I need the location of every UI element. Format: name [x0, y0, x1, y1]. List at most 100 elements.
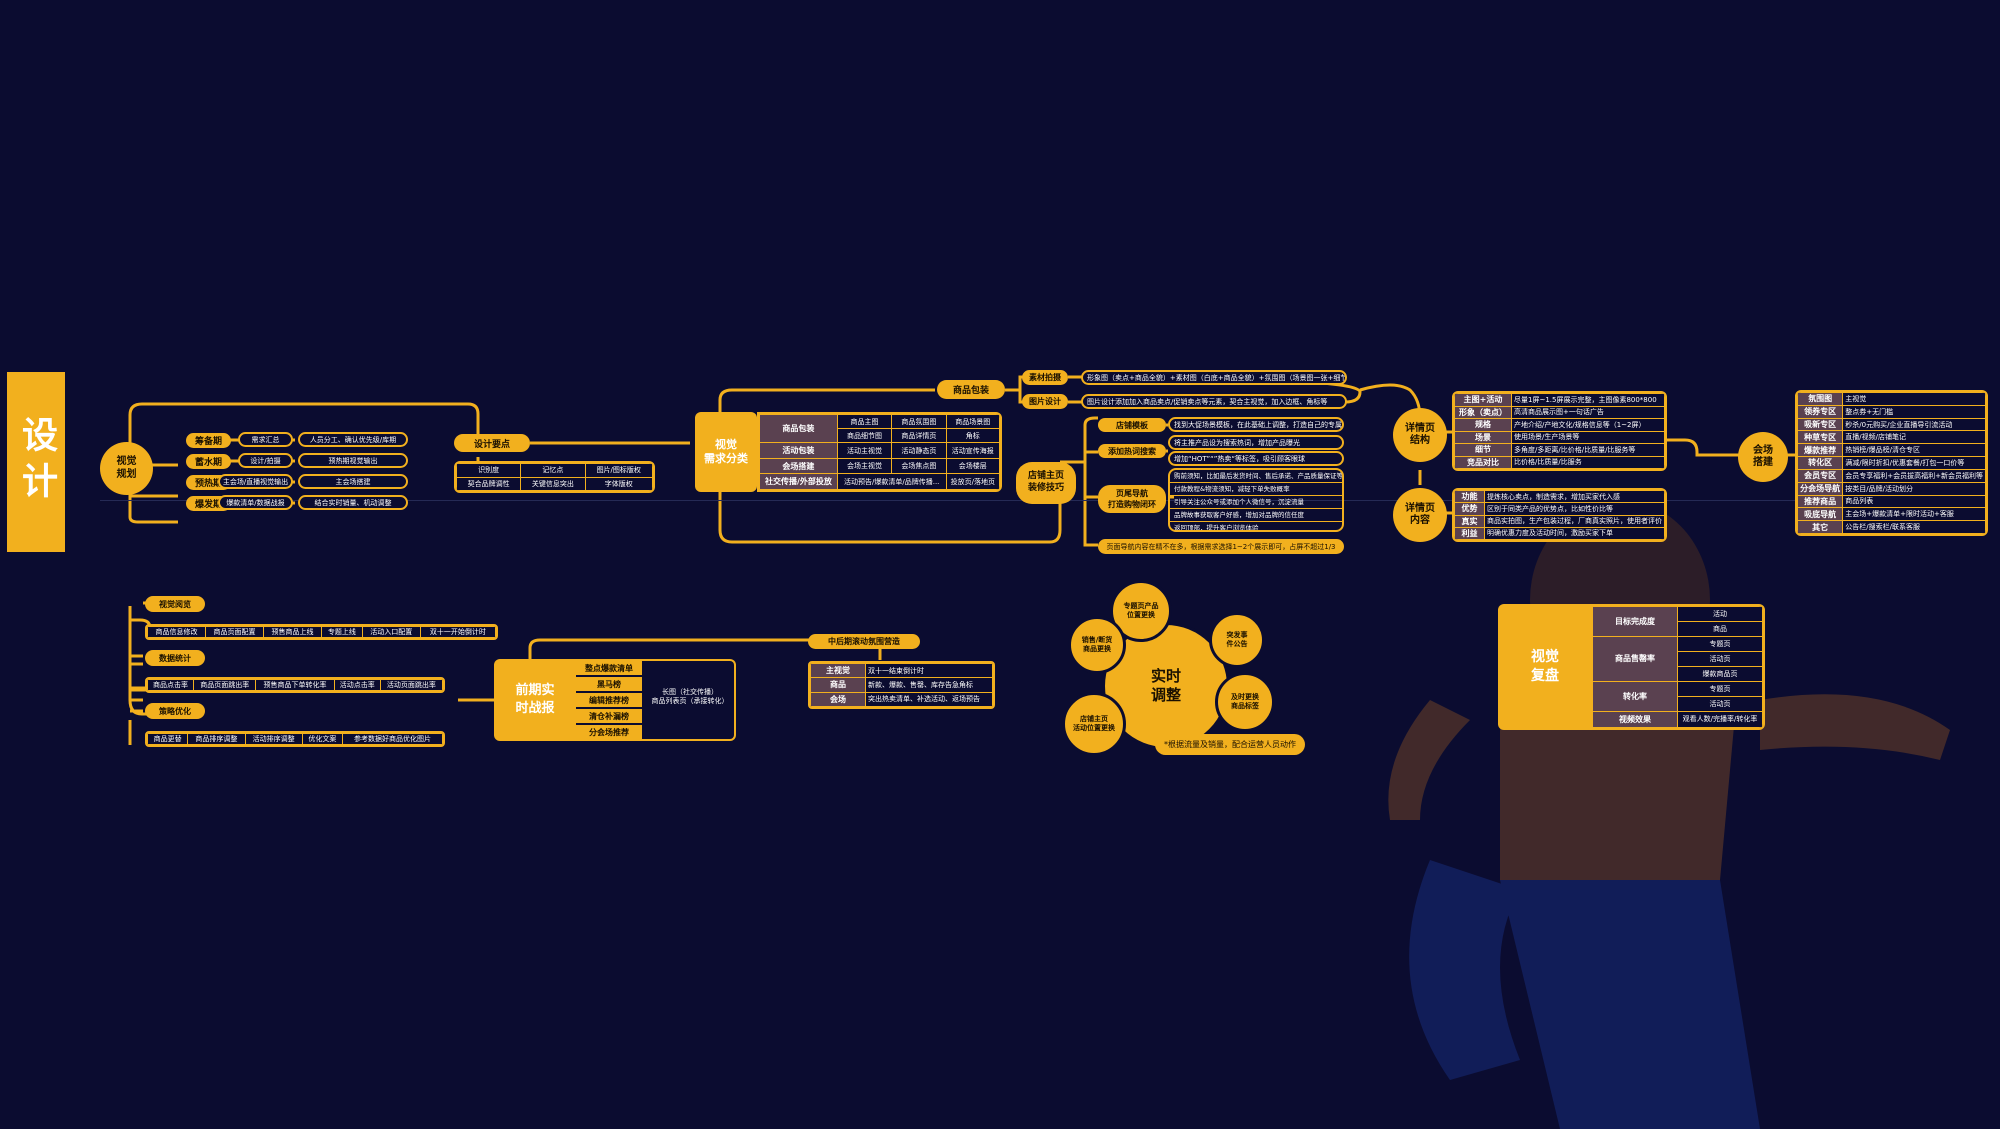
venue-text: 主会场+爆款清单+限时活动+客服	[1842, 507, 1986, 522]
detail-structure-table: 主图+活动尽量1屏~1.5屏展示完整，主图像素800*800 形象（卖点）高清商…	[1452, 391, 1667, 471]
review-label: 视频效果	[1592, 710, 1678, 728]
review-sub: 专题页	[1677, 680, 1763, 697]
review-sub: 爆款商品页	[1677, 665, 1763, 682]
phase-a: 需求汇总	[238, 432, 293, 447]
report-cell: 商品更替	[147, 733, 189, 745]
phase-a: 主会场/直播视觉输出	[218, 474, 293, 489]
venue-text: 秒杀/0元购买/企业直播导引流活动	[1842, 417, 1986, 432]
venue-text: 满减/限时折扣/优惠套餐/打包一口价等	[1842, 456, 1986, 470]
pack-label: 商品包装	[937, 380, 1005, 399]
pack-item-label: 图片设计	[1022, 394, 1068, 409]
venue-text: 直播/视频/店铺笔记	[1842, 430, 1986, 445]
store-root: 店铺主页 装修技巧	[1016, 462, 1076, 504]
divider	[100, 500, 1810, 501]
report-branch-row: 商品点击率 商品页面跳出率 预售商品下单转化率 活动点击率 活动页面跳出率	[145, 677, 445, 693]
detail-content-table: 功能提炼核心卖点，制造需求，增加买家代入感 优势区别于同类产品的优势点，比如性价…	[1452, 488, 1667, 542]
report-cell: 商品页面配置	[205, 626, 264, 638]
needs-cell: 商品详情页	[891, 428, 947, 444]
realtime-note: *根据流量及销量，配合运营人员动作	[1155, 734, 1305, 755]
report-cell: 商品点击率	[147, 679, 195, 691]
needs-row-label: 社交传播/外部投放	[759, 473, 838, 490]
report-branch-label: 策略优化	[145, 703, 205, 719]
pack-item-text: 形象图（卖点+商品全貌）+素材图（白底+商品全貌）+氛围图（场景图一张+细节图若…	[1081, 370, 1347, 385]
review-sub: 商品	[1677, 620, 1763, 637]
mid-row-text: 新款、爆款、售罄、库存告急角标	[865, 677, 993, 693]
venue-table: 氛围图主视觉 领券专区整点券+无门槛 吸新专区秒杀/0元购买/企业直播导引流活动…	[1795, 390, 1988, 536]
needs-cell: 会场焦点图	[891, 457, 947, 475]
report-list-item: 整点爆款清单	[576, 661, 642, 675]
venue-label: 氛围图	[1797, 392, 1844, 406]
detail-label: 竞品对比	[1454, 455, 1512, 469]
needs-table: 商品包装 商品主图 商品氛围图 商品场景图 商品细节图 商品详情页 角标 活动包…	[757, 412, 1002, 492]
realtime-petal: 销售/断货 商品更换	[1068, 616, 1126, 674]
detail-label: 细节	[1454, 443, 1512, 457]
report-list-item: 黑马榜	[576, 677, 642, 691]
store-footer-list: 购前须知，比如最后发货时间、售后承诺、产品质量保证等 付款教程&物流须知，减轻下…	[1168, 468, 1344, 532]
store-item-text: 找到大促场景模板，在此基础上调整，打造自己的专属主页	[1168, 417, 1344, 432]
design-point: 字体版权	[584, 476, 653, 491]
visual-plan-node: 视觉 规划	[100, 442, 153, 495]
store-item-text: 返回顶部，提升客户浏览体验	[1174, 524, 1259, 532]
phase-b: 结合实时销量、机动调整	[298, 495, 408, 510]
phase-b: 预热期视觉输出	[298, 453, 408, 468]
report-cell: 预售商品下单转化率	[255, 679, 335, 691]
needs-cell: 投放页/落地页	[945, 473, 1000, 490]
venue-text: 会员专享福利+会员拔高福利+新会员福利等	[1842, 468, 1986, 483]
needs-cell: 商品主图	[836, 414, 893, 430]
store-item-text: 增加“HOT”“”热卖“等标签，吸引顾客眼球	[1168, 451, 1344, 466]
report-list-item: 编辑推荐榜	[576, 693, 642, 707]
section-title: 设计	[7, 372, 65, 552]
needs-cell: 角标	[945, 428, 1000, 444]
needs-cell: 商品氛围图	[891, 414, 947, 430]
detail-text: 区别于同类产品的优势点，比如性价比等	[1484, 502, 1665, 516]
design-point: 记忆点	[520, 463, 586, 478]
report-cell: 商品信息修改	[147, 626, 206, 638]
store-item-text: 品牌故事获取客户好感，增加对品牌的信任度	[1170, 509, 1342, 522]
report-cell: 活动点击率	[333, 679, 381, 691]
venue-label: 领券专区	[1797, 404, 1844, 419]
needs-cell: 活动宣传海报	[945, 442, 1000, 459]
report-root: 前期实 时战报	[494, 659, 576, 741]
store-item-label: 添加热词搜索	[1098, 444, 1166, 458]
venue-text: 整点券+无门槛	[1842, 404, 1986, 419]
report-cell: 活动入口配置	[361, 626, 421, 638]
report-list-item: 分会场推荐	[576, 725, 642, 739]
detail-text: 多角度/多距离/比价格/比质量/比服务等	[1511, 443, 1665, 457]
detail-label: 真实	[1454, 514, 1485, 528]
venue-text: 主视觉	[1842, 392, 1986, 406]
store-item-text: 付款教程&物流须知，减轻下单失败概率	[1170, 483, 1342, 496]
needs-root: 视觉 需求分类	[695, 412, 757, 492]
design-points-label: 设计要点	[454, 434, 530, 452]
detail-text: 明确优惠力度及活动时间，激励买家下单	[1484, 526, 1665, 540]
realtime-petal: 及时更换 商品标签	[1215, 672, 1275, 732]
venue-label: 其它	[1797, 520, 1844, 534]
detail-text: 高清商品展示图+一句话广告	[1511, 405, 1665, 419]
report-branch-label: 视觉阅览	[145, 596, 205, 612]
detail-text: 使用场景/生产场景等	[1511, 430, 1665, 444]
detail-text: 产地介绍/产地文化/规格信息等（1~2屏）	[1511, 418, 1665, 432]
report-cell: 专题上线	[321, 626, 363, 638]
report-list-item: 清仓补漏榜	[576, 709, 642, 723]
venue-label: 种草专区	[1797, 430, 1844, 445]
phase-b: 主会场搭建	[298, 474, 408, 489]
review-sub: 专题页	[1677, 635, 1763, 652]
design-points-table: 识别度 记忆点 图片/图标版权 契合品牌调性 关键信息突出 字体版权	[454, 461, 655, 493]
review-sub: 观看人数/完播率/转化率	[1677, 710, 1763, 728]
phase-a: 设计/拍摄	[238, 453, 293, 468]
report-cell: 活动页面跳出率	[379, 679, 443, 691]
report-cell: 预售商品上线	[263, 626, 322, 638]
report-branch-label: 数据统计	[145, 650, 205, 666]
venue-text: 商品列表	[1842, 494, 1986, 509]
design-point: 识别度	[456, 463, 522, 478]
phase-label: 蓄水期	[186, 454, 231, 469]
detail-label: 主图+活动	[1454, 393, 1512, 407]
needs-cell: 活动静态页	[891, 442, 947, 459]
review-sub: 活动	[1677, 606, 1763, 622]
design-point: 关键信息突出	[520, 476, 586, 491]
report-cell: 商品页面跳出率	[193, 679, 257, 691]
report-cell: 优化文案	[301, 733, 344, 745]
needs-cell: 活动主视觉	[836, 442, 893, 459]
detail-label: 利益	[1454, 526, 1485, 540]
